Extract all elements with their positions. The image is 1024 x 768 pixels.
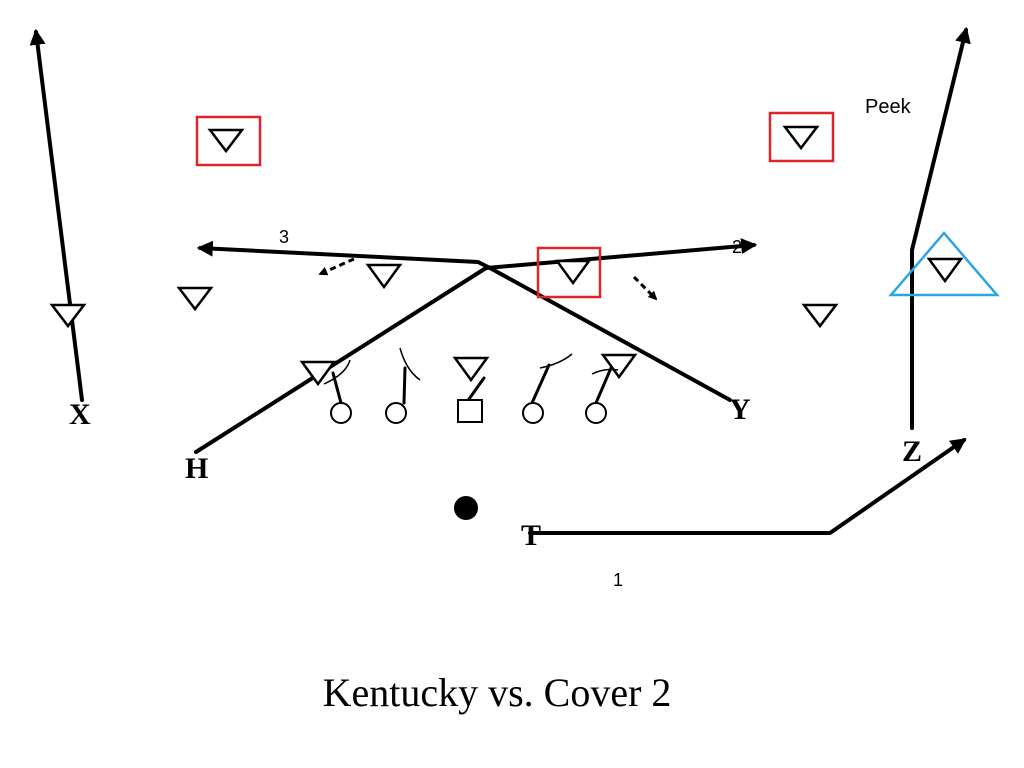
label-t: T (521, 519, 541, 552)
block-arc-rt (591, 368, 619, 375)
block-arc-lg (399, 347, 421, 381)
lineman-left-tackle (330, 402, 352, 424)
quarterback (454, 496, 478, 520)
defender-line-3 (600, 353, 638, 380)
defender-drop-arrow-right (632, 275, 658, 301)
highlight-box-right-safety (768, 111, 835, 163)
lineman-right-guard (522, 402, 544, 424)
defender-safety-left (207, 128, 245, 154)
route-number-1: 1 (613, 570, 623, 590)
block-arc-rg (539, 353, 573, 369)
defender-safety-right (782, 125, 820, 151)
highlight-box-middle-linebacker (536, 246, 602, 299)
lineman-block-lg (402, 366, 407, 405)
defender-corner-left (49, 303, 87, 329)
t-route (528, 438, 967, 535)
defender-line-1 (299, 360, 337, 387)
x-route (29, 28, 84, 402)
diagram-title: Kentucky vs. Cover 2 (323, 670, 672, 715)
label-z: Z (902, 435, 922, 468)
lineman-block-rg (530, 363, 551, 405)
defender-corner-right (926, 257, 964, 284)
highlight-box-left-safety (195, 115, 262, 167)
defender-outside-right (801, 303, 839, 329)
defender-linebacker-left (365, 263, 403, 290)
highlight-triangle-corner (888, 231, 1000, 297)
lineman-center (457, 399, 483, 423)
block-arc-lt (323, 359, 351, 385)
lineman-block-c (467, 376, 486, 401)
lineman-left-guard (385, 402, 407, 424)
label-h: H (185, 452, 208, 485)
route-number-2: 2 (732, 237, 742, 257)
defender-line-2 (452, 356, 490, 383)
defender-drop-arrow-left (318, 257, 355, 276)
route-number-3: 3 (279, 227, 289, 247)
defender-linebacker-middle (554, 259, 592, 286)
lineman-right-tackle (585, 402, 607, 424)
lineman-block-rt (594, 366, 613, 405)
z-route (910, 26, 971, 430)
y-route (196, 240, 732, 402)
defender-outside-left (176, 286, 214, 312)
peek-label: Peek (865, 96, 912, 118)
label-x: X (69, 398, 91, 431)
label-y: Y (729, 393, 751, 426)
